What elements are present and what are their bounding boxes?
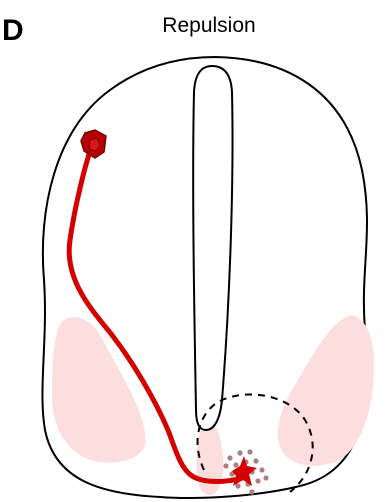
diagram-title: Repulsion [162,14,255,37]
cue-dot [235,483,240,488]
cue-dot [249,489,254,494]
cue-dot [223,463,228,468]
cue-dot [255,478,260,483]
cue-dot [233,462,238,467]
cue-dot [253,458,258,463]
cue-dot [263,475,268,480]
cue-dot [237,450,242,455]
cue-dot [259,467,264,472]
cue-dot [227,455,232,460]
panel-label: D [2,14,24,47]
cue-dot [247,449,252,454]
